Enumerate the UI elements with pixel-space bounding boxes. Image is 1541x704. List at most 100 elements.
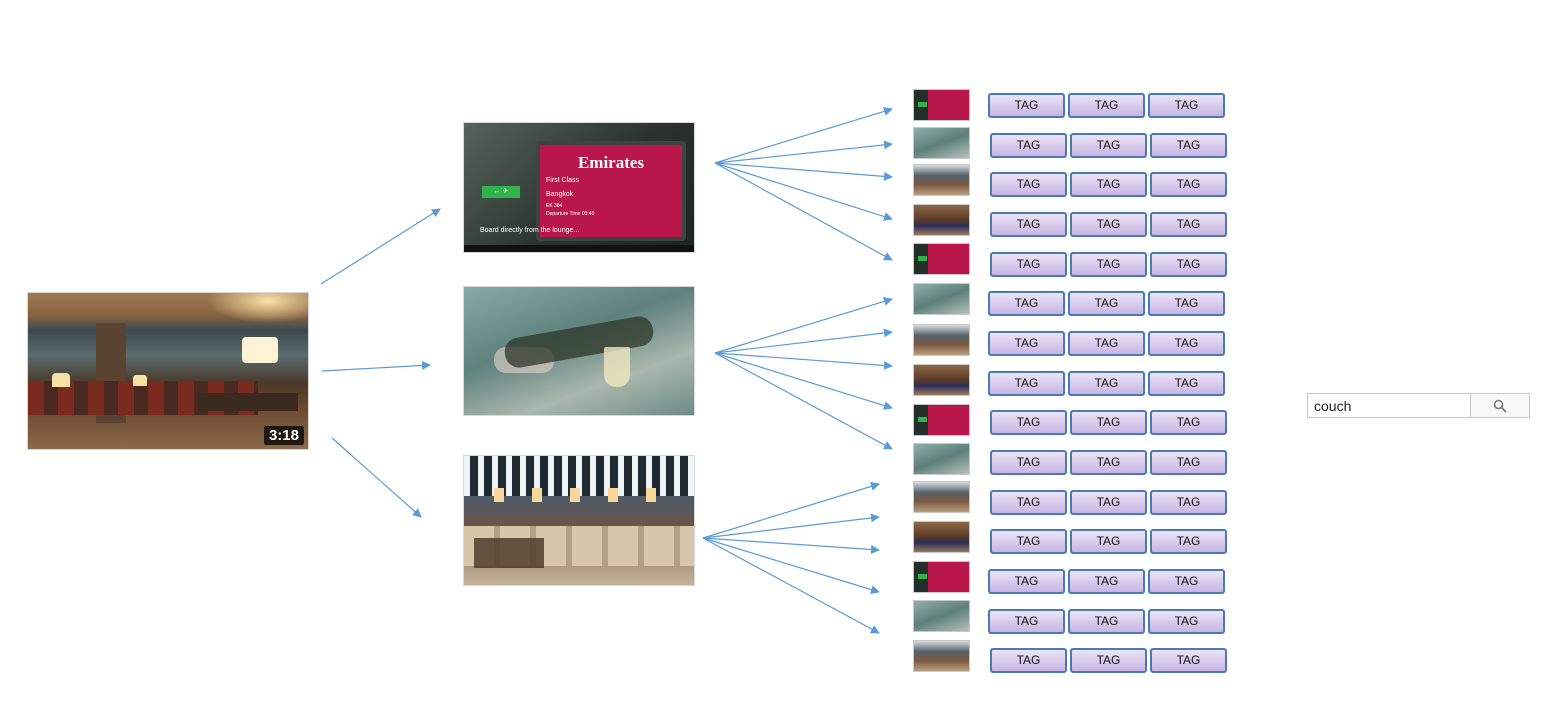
sign-brand: Emirates: [577, 153, 645, 172]
tag-chip[interactable]: TAG: [1070, 252, 1147, 277]
tag-chip[interactable]: TAG: [1068, 609, 1145, 634]
source-video-thumbnail[interactable]: 3:18: [27, 292, 309, 450]
tag-chip[interactable]: TAG: [1070, 450, 1147, 475]
tag-chip[interactable]: TAG: [1148, 569, 1225, 594]
tag-chip[interactable]: TAG: [1070, 410, 1147, 435]
bottle: [502, 314, 656, 370]
arrow-frame-2-thumb-7: [714, 328, 893, 354]
tag-chip[interactable]: TAG: [1070, 490, 1147, 515]
shot-thumbnail[interactable]: [913, 521, 970, 553]
shot-thumbnail[interactable]: [913, 443, 970, 475]
exit-sign: ← ✈: [482, 186, 520, 198]
tag-chip[interactable]: TAG: [990, 450, 1067, 475]
pendant-lamps: [494, 488, 674, 502]
tag-chip[interactable]: TAG: [1070, 172, 1147, 197]
tag-chip[interactable]: TAG: [988, 371, 1065, 396]
arrow-video-to-frame-1: [320, 208, 441, 285]
tag-row: TAG TAG TAG: [988, 93, 1228, 118]
search-icon: [1493, 399, 1507, 413]
tag-row: TAG TAG TAG: [990, 450, 1230, 475]
tag-row: TAG TAG TAG: [988, 569, 1228, 594]
tag-chip[interactable]: TAG: [990, 490, 1067, 515]
tag-chip[interactable]: TAG: [1150, 133, 1227, 158]
shot-thumbnail[interactable]: [913, 600, 970, 632]
tag-chip[interactable]: TAG: [1150, 529, 1227, 554]
shot-thumbnail[interactable]: [913, 283, 970, 315]
tag-chip[interactable]: TAG: [988, 93, 1065, 118]
tag-chip[interactable]: TAG: [1148, 609, 1225, 634]
tag-chip[interactable]: TAG: [1070, 529, 1147, 554]
tag-chip[interactable]: TAG: [1150, 490, 1227, 515]
arrow-video-to-frame-3: [331, 437, 422, 518]
arrow-frame-3-thumb-13: [702, 537, 880, 554]
tag-chip[interactable]: TAG: [1148, 93, 1225, 118]
tag-chip[interactable]: TAG: [1150, 252, 1227, 277]
tag-chip[interactable]: TAG: [990, 648, 1067, 673]
tag-chip[interactable]: TAG: [1150, 410, 1227, 435]
arrow-frame-3-thumb-14: [702, 537, 880, 594]
tag-row: TAG TAG TAG: [990, 172, 1230, 197]
shot-thumbnail[interactable]: [913, 164, 970, 196]
tag-chip[interactable]: TAG: [1068, 371, 1145, 396]
tag-chip[interactable]: TAG: [1148, 371, 1225, 396]
keyframe-1[interactable]: ← ✈ Emirates First Class Bangkok EK 384 …: [463, 122, 695, 253]
tag-chip[interactable]: TAG: [988, 331, 1065, 356]
table-lamp: [52, 373, 70, 387]
tag-chip[interactable]: TAG: [1068, 291, 1145, 316]
arrow-frame-1-thumb-3: [714, 162, 893, 181]
arrow-frame-1-thumb-4: [714, 162, 893, 221]
sign-flight: EK 384: [546, 203, 563, 209]
arrow-frame-1-thumb-1: [714, 107, 893, 164]
champagne-glass: [604, 347, 630, 387]
tag-chip[interactable]: TAG: [1150, 172, 1227, 197]
shot-thumbnail[interactable]: [913, 243, 970, 275]
tag-chip[interactable]: TAG: [1148, 291, 1225, 316]
sign-city: Bangkok: [546, 191, 574, 198]
tag-chip[interactable]: TAG: [1070, 648, 1147, 673]
search-input[interactable]: [1308, 394, 1473, 417]
tag-row: TAG TAG TAG: [990, 490, 1230, 515]
tag-row: TAG TAG TAG: [988, 371, 1228, 396]
tag-chip[interactable]: TAG: [990, 529, 1067, 554]
tag-chip[interactable]: TAG: [988, 569, 1065, 594]
tag-chip[interactable]: TAG: [990, 252, 1067, 277]
tag-chip[interactable]: TAG: [988, 291, 1065, 316]
tag-row: TAG TAG TAG: [990, 529, 1230, 554]
tag-chip[interactable]: TAG: [1068, 93, 1145, 118]
tag-row: TAG TAG TAG: [990, 410, 1230, 435]
tag-chip[interactable]: TAG: [1068, 331, 1145, 356]
arrow-frame-2-thumb-6: [714, 297, 893, 354]
tag-row: TAG TAG TAG: [988, 291, 1228, 316]
video-caption: Board directly from the lounge...: [480, 227, 580, 234]
shot-thumbnail[interactable]: [913, 640, 970, 672]
tag-chip[interactable]: TAG: [988, 609, 1065, 634]
arrow-frame-1-thumb-2: [714, 140, 893, 164]
tag-chip[interactable]: TAG: [1150, 648, 1227, 673]
shot-thumbnail[interactable]: [913, 364, 970, 396]
arrow-frame-1-thumb-5: [714, 162, 893, 261]
shot-thumbnail[interactable]: [913, 561, 970, 593]
tag-chip[interactable]: TAG: [1070, 212, 1147, 237]
shot-thumbnail[interactable]: [913, 127, 970, 159]
chandelier: [242, 337, 278, 363]
tag-chip[interactable]: TAG: [1150, 212, 1227, 237]
keyframe-3[interactable]: [463, 455, 695, 586]
shot-thumbnail[interactable]: [913, 481, 970, 513]
tag-chip[interactable]: TAG: [1148, 331, 1225, 356]
arrow-frame-3-thumb-12: [702, 513, 880, 539]
tag-chip[interactable]: TAG: [990, 133, 1067, 158]
arrow-video-to-frame-2: [321, 360, 431, 372]
tag-row: TAG TAG TAG: [990, 252, 1230, 277]
tag-chip[interactable]: TAG: [990, 212, 1067, 237]
tag-chip[interactable]: TAG: [1068, 569, 1145, 594]
search-button[interactable]: [1470, 394, 1529, 417]
tag-chip[interactable]: TAG: [1150, 450, 1227, 475]
tag-chip[interactable]: TAG: [990, 172, 1067, 197]
shot-thumbnail[interactable]: [913, 89, 970, 121]
tag-chip[interactable]: TAG: [990, 410, 1067, 435]
keyframe-2[interactable]: [463, 286, 695, 416]
shot-thumbnail[interactable]: [913, 204, 970, 236]
tag-chip[interactable]: TAG: [1070, 133, 1147, 158]
shot-thumbnail[interactable]: [913, 404, 970, 436]
shot-thumbnail[interactable]: [913, 324, 970, 356]
